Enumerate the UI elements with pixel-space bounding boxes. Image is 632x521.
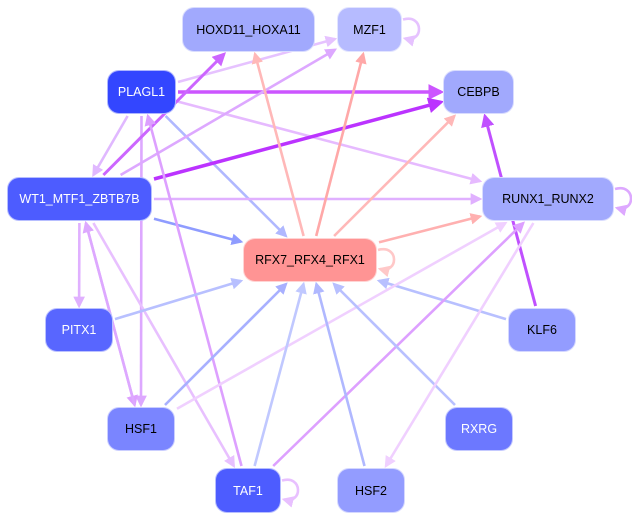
node-label: CEBPB	[457, 85, 500, 99]
node-runx1-runx2[interactable]: RUNX1_RUNX2	[482, 177, 614, 221]
node-rfx7-rfx4-rfx1[interactable]: RFX7_RFX4_RFX1	[243, 238, 377, 282]
node-label: WT1_MTF1_ZBTB7B	[19, 192, 140, 206]
node-label: TAF1	[233, 483, 263, 498]
edge-hsf2-to-rfx7_rfx4_rfx1	[313, 281, 366, 467]
node-klf6[interactable]: KLF6	[508, 308, 576, 352]
node-hsf2[interactable]: HSF2	[337, 468, 405, 513]
node-label: HOXD11_HOXA11	[196, 22, 301, 37]
node-label: HSF1	[125, 422, 157, 436]
edge-taf1-to-plagl1	[144, 113, 243, 467]
node-rxrg[interactable]: RXRG	[445, 407, 513, 451]
edge-rfx7_rfx4_rfx1-to-rfx7_rfx4_rfx1	[377, 247, 396, 278]
node-label: KLF6	[527, 323, 557, 337]
node-pitx1[interactable]: PITX1	[45, 308, 113, 352]
node-taf1[interactable]: TAF1	[215, 468, 281, 513]
edge-rxrg-to-rfx7_rfx4_rfx1	[332, 282, 456, 406]
node-label: RFX7_RFX4_RFX1	[255, 253, 365, 267]
node-label: HSF2	[355, 483, 387, 498]
edge-runx1_runx2-to-hsf2	[384, 222, 535, 469]
node-mzf1[interactable]: MZF1	[337, 7, 402, 52]
edge-taf1-to-taf1	[281, 478, 300, 508]
node-label: RXRG	[460, 422, 498, 436]
node-label: MZF1	[353, 22, 386, 37]
edge-rfx7_rfx4_rfx1-to-runx1_runx2	[378, 213, 483, 244]
edge-runx1_runx2-to-runx1_runx2	[614, 186, 632, 217]
node-label: RUNX1_RUNX2	[502, 192, 594, 206]
edge-plagl1-to-hsf1	[135, 115, 147, 408]
edge-hsf1-to-runx1_runx2	[176, 221, 508, 410]
edge-rfx7_rfx4_rfx1-to-cebpb	[333, 114, 457, 237]
node-cebpb[interactable]: CEBPB	[443, 70, 514, 114]
node-hoxd11-hoxa11[interactable]: HOXD11_HOXA11	[182, 7, 315, 52]
edge-plagl1-to-wt1_mtf1_zbtb7b	[92, 115, 129, 178]
edge-wt1_mtf1_zbtb7b-to-cebpb	[153, 97, 445, 181]
node-plagl1[interactable]: PLAGL1	[107, 70, 176, 114]
edge-wt1_mtf1_zbtb7b-to-mzf1	[119, 48, 338, 177]
edge-pitx1-to-rfx7_rfx4_rfx1	[114, 278, 244, 321]
edge-plagl1-to-runx1_runx2	[177, 100, 483, 185]
node-hsf1[interactable]: HSF1	[107, 407, 175, 451]
node-label: PITX1	[61, 323, 97, 337]
edge-rfx7_rfx4_rfx1-to-mzf1	[314, 51, 367, 237]
edge-hsf1-to-rfx7_rfx4_rfx1	[164, 282, 288, 406]
edge-plagl1-to-rfx7_rfx4_rfx1	[164, 115, 288, 238]
edge-wt1_mtf1_zbtb7b-to-hoxd11_hoxa11	[102, 52, 227, 177]
edge-wt1_mtf1_zbtb7b-to-taf1	[92, 222, 235, 469]
node-label: PLAGL1	[117, 85, 166, 99]
edge-taf1-to-runx1_runx2	[272, 221, 525, 467]
edge-rfx7_rfx4_rfx1-to-hoxd11_hoxa11	[251, 51, 305, 237]
edge-wt1_mtf1_zbtb7b-to-rfx7_rfx4_rfx1	[153, 217, 244, 245]
edge-mzf1-to-mzf1	[402, 17, 421, 47]
node-wt1-mtf1-zbtb7b[interactable]: WT1_MTF1_ZBTB7B	[7, 177, 152, 221]
edge-taf1-to-rfx7_rfx4_rfx1	[253, 281, 307, 467]
